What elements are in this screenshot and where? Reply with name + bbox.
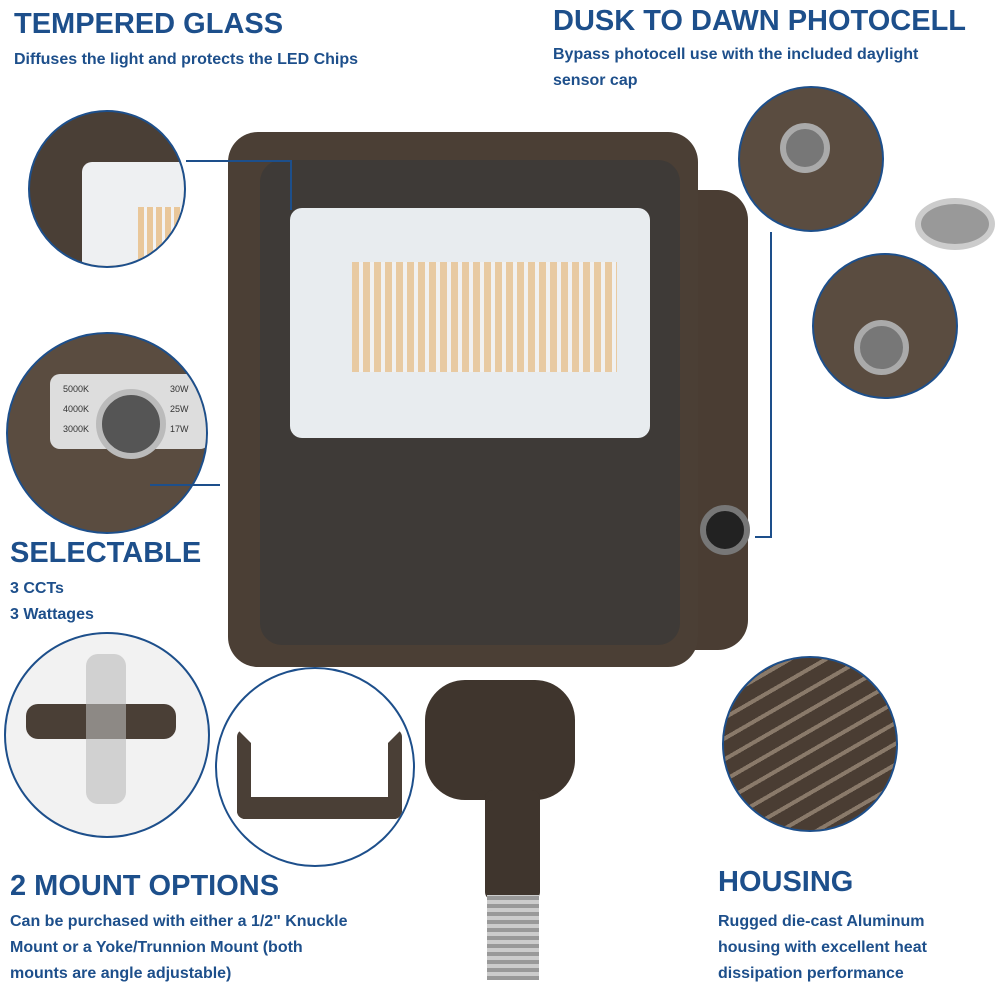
housing-title: HOUSING [718, 866, 854, 898]
photocell-desc-2: sensor cap [553, 72, 638, 89]
tempered-glass-title: TEMPERED GLASS [14, 8, 284, 40]
mount-stem [485, 790, 540, 900]
housing-desc-3: dissipation performance [718, 965, 904, 982]
selectable-detail-circle: 5000K 4000K 3000K 30W 25W 17W [6, 332, 208, 534]
mount-desc-2: Mount or a Yoke/Trunnion Mount (both [10, 939, 303, 956]
watt-label-25w: 25W [170, 404, 189, 414]
mount-title: 2 MOUNT OPTIONS [10, 870, 280, 902]
photocell-detail-circle-2 [812, 253, 958, 399]
mount-desc-1: Can be purchased with either a 1/2" Knuc… [10, 913, 348, 930]
watt-label-30w: 30W [170, 384, 189, 394]
knuckle-mount-circle [4, 632, 210, 838]
daylight-sensor-cap [915, 198, 995, 250]
cct-label-3000k: 3000K [63, 424, 90, 434]
selectable-title: SELECTABLE [10, 537, 202, 569]
photocell-title: DUSK TO DAWN PHOTOCELL [553, 5, 966, 37]
housing-desc-1: Rugged die-cast Aluminum [718, 913, 925, 930]
photocell-callout-line-horizontal [755, 536, 772, 538]
photocell-sensor [700, 505, 750, 555]
cct-label-5000k: 5000K [63, 384, 90, 394]
housing-desc-2: housing with excellent heat [718, 939, 927, 956]
tempered-glass-desc: Diffuses the light and protects the LED … [14, 51, 359, 68]
threaded-nipple [487, 895, 539, 980]
housing-fins-circle [722, 656, 898, 832]
watt-label-17w: 17W [170, 424, 189, 434]
selectable-ccts: 3 CCTs [10, 580, 64, 597]
photocell-detail-circle-1 [738, 86, 884, 232]
mount-desc-3: mounts are angle adjustable) [10, 965, 232, 982]
glass-callout-line-vertical [290, 160, 292, 210]
knuckle-mount [425, 680, 575, 800]
glass-callout-line [186, 160, 292, 162]
housing-side [690, 190, 748, 650]
photocell-callout-line [770, 232, 772, 538]
photocell-desc-1: Bypass photocell use with the included d… [553, 46, 919, 63]
selectable-wattages: 3 Wattages [10, 606, 94, 623]
yoke-mount-circle [215, 667, 415, 867]
cct-label-4000k: 4000K [63, 404, 90, 414]
led-chips [352, 262, 617, 372]
selectable-callout-line [150, 484, 220, 486]
glass-detail-circle [28, 110, 186, 268]
